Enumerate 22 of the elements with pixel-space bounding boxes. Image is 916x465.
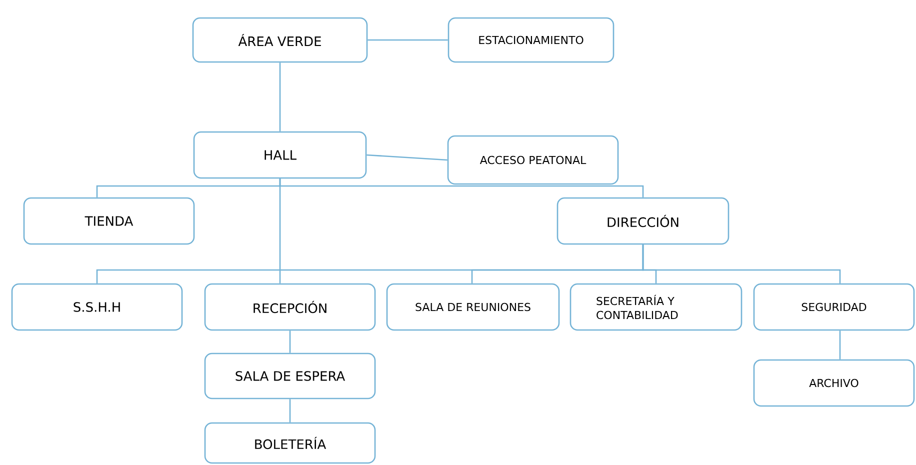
org-box: ESTACIONAMIENTO <box>448 17 614 63</box>
org-box: ÁREA VERDE <box>192 17 368 63</box>
connector-line <box>366 154 448 161</box>
connector-line <box>642 244 841 284</box>
connector-line <box>289 330 291 353</box>
org-box: BOLETERÍA <box>204 422 376 464</box>
connector-line <box>839 330 841 360</box>
org-box: SECRETARÍA Y CONTABILIDAD <box>570 283 742 331</box>
org-box: RECEPCIÓN <box>204 283 376 331</box>
org-box: TIENDA <box>23 197 195 245</box>
org-box: DIRECCIÓN <box>556 197 730 245</box>
connector-line <box>279 178 281 284</box>
connector-line <box>368 39 448 41</box>
org-box: HALL <box>193 131 367 179</box>
org-box: ACCESO PEATONAL <box>447 135 619 185</box>
org-box: ARCHIVO <box>753 359 915 407</box>
org-box: SEGURIDAD <box>753 283 915 331</box>
org-box: SALA DE ESPERA <box>204 352 376 400</box>
connector-line <box>279 62 281 132</box>
connector-line <box>289 399 291 422</box>
org-box: SALA DE REUNIONES <box>386 283 560 331</box>
org-box: S.S.H.H <box>11 283 183 331</box>
